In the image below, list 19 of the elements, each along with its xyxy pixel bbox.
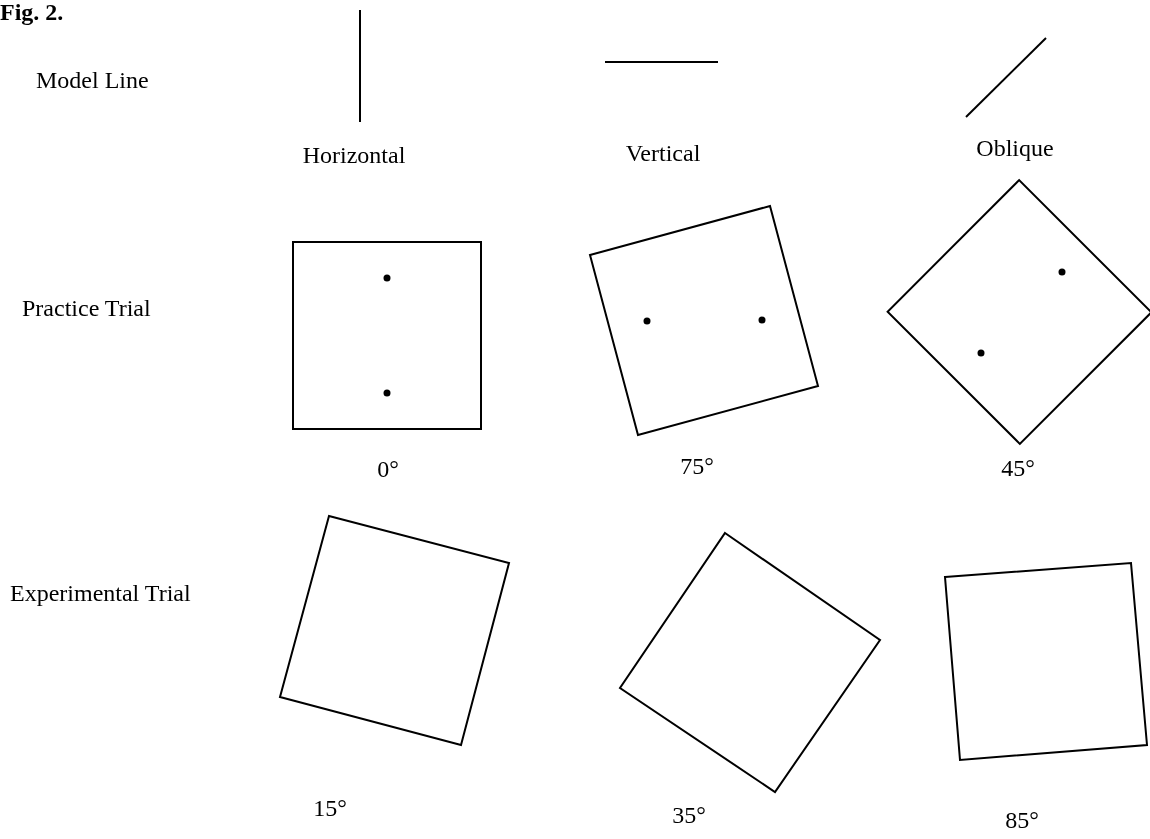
column-label: Oblique [976, 136, 1054, 160]
row-label: Experimental Trial [10, 581, 191, 605]
angle-label: 15° [313, 796, 347, 820]
column-label: Horizontal [302, 143, 406, 167]
square-with-dots-drawing [588, 204, 820, 437]
angle-label: 35° [672, 803, 706, 827]
figure-title: Fig. 2. [0, 0, 64, 24]
angle-label: 85° [1005, 808, 1039, 832]
angle-label: 45° [1001, 456, 1035, 480]
column-label: Vertical [625, 141, 701, 165]
row-label: Model Line [36, 68, 149, 92]
square-outline [943, 561, 1149, 762]
angle-label: 75° [680, 454, 714, 478]
square-with-dots-drawing [292, 241, 482, 430]
angle-label: 0° [377, 457, 399, 481]
square-outline [618, 531, 882, 794]
diamond-with-dots-drawing [886, 178, 1150, 446]
row-label: Practice Trial [22, 296, 151, 320]
square-outline [278, 514, 511, 747]
